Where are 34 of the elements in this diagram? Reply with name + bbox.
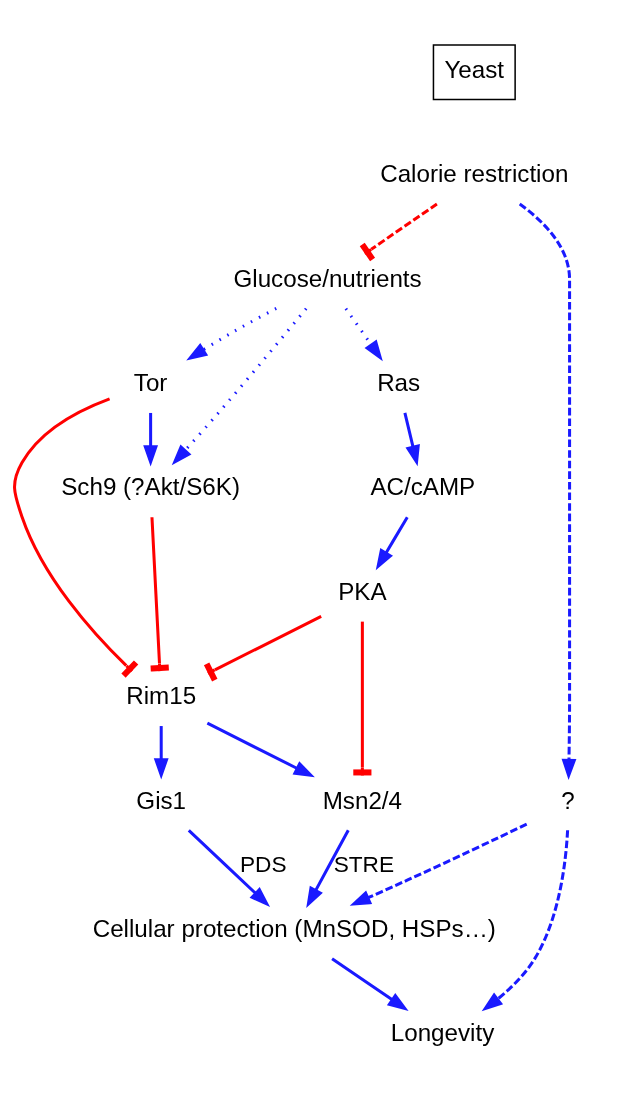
arrow [306, 829, 350, 908]
arrow [344, 307, 383, 362]
node-text: PKA [338, 577, 387, 605]
edge-label: STRE [333, 851, 395, 878]
arrow [153, 726, 169, 780]
node-text: Gis1 [136, 786, 187, 814]
arrow [349, 822, 528, 906]
connector [150, 517, 169, 672]
node-text: Msn2/4 [322, 786, 403, 814]
arrow [403, 412, 420, 467]
arrow [143, 412, 159, 467]
node-text: Glucose/nutrients [233, 264, 422, 292]
arrow [187, 829, 271, 907]
connector [359, 202, 438, 262]
node-text: Cellular protection (MnSOD, HSPs…) [92, 915, 496, 943]
node-box: Yeast [432, 44, 516, 101]
arrow [481, 830, 570, 1012]
node-text: AC/cAMP [370, 473, 476, 501]
arrow [206, 721, 315, 778]
arrow [375, 516, 409, 571]
node-text: Calorie restriction [380, 160, 569, 188]
node-text: Ras [377, 369, 421, 397]
node-text: ? [561, 786, 575, 814]
connector [203, 615, 322, 682]
arrow [331, 957, 409, 1011]
connector [13, 397, 139, 678]
node-text: Sch9 (?Akt/S6K) [61, 473, 241, 501]
node-text: Longevity [390, 1019, 495, 1047]
edge-label: PDS [239, 851, 287, 878]
arrow [171, 307, 308, 466]
node-text: Tor [133, 369, 168, 397]
node-text: Rim15 [126, 682, 197, 710]
arrow [186, 307, 277, 361]
arrow [518, 202, 577, 781]
